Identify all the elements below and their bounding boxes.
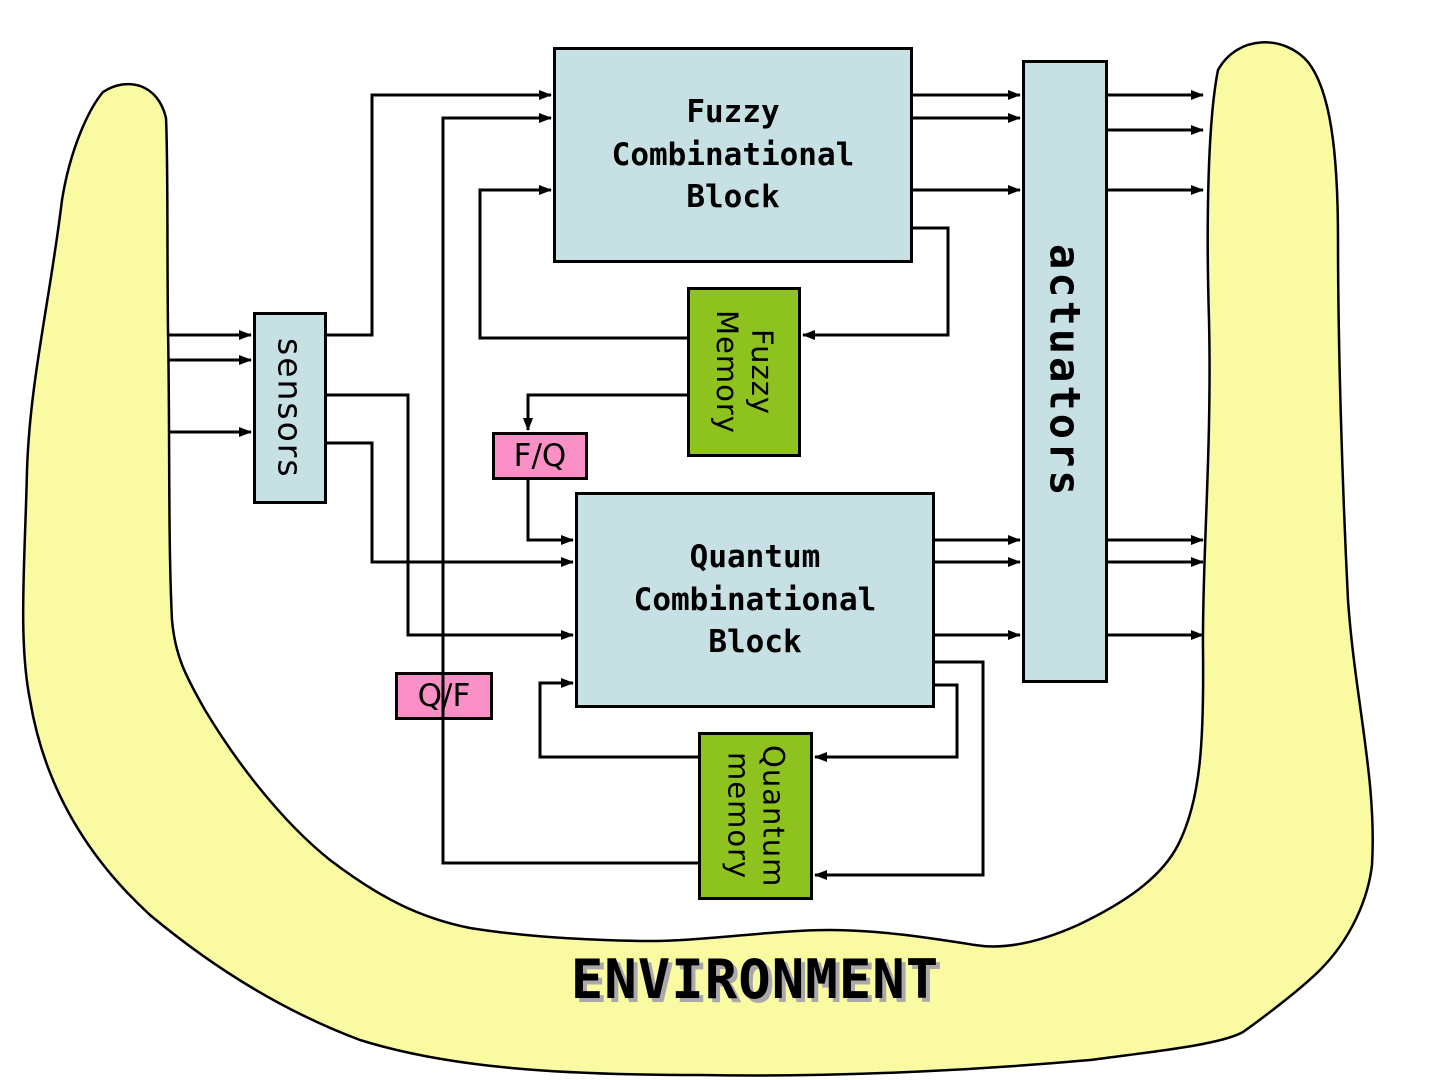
quantum-memory-block: Quantum memory [698, 732, 813, 900]
environment-label: ENVIRONMENT [570, 948, 940, 1011]
fuzzy-combinational-block-label: Fuzzy Combinational Block [611, 93, 855, 216]
fuzzy-combinational-block: Fuzzy Combinational Block [553, 47, 913, 263]
qf-converter-block: Q/F [395, 672, 493, 720]
actuators-block: actuators [1022, 60, 1108, 683]
fuzzy-memory-block: Fuzzy Memory [687, 287, 801, 457]
quantum-combinational-block: Quantum Combinational Block [575, 492, 935, 708]
actuators-label: actuators [1040, 244, 1090, 499]
sensors-label: sensors [270, 337, 310, 479]
fq-converter-label: F/Q [513, 438, 567, 474]
quantum-memory-label: Quantum memory [721, 744, 791, 888]
fq-converter-block: F/Q [492, 432, 588, 480]
qf-converter-label: Q/F [417, 678, 471, 714]
quantum-combinational-block-label: Quantum Combinational Block [633, 538, 877, 661]
environment-band [21, 41, 1374, 1077]
fuzzy-memory-label: Fuzzy Memory [710, 310, 779, 434]
sensors-block: sensors [253, 312, 327, 504]
